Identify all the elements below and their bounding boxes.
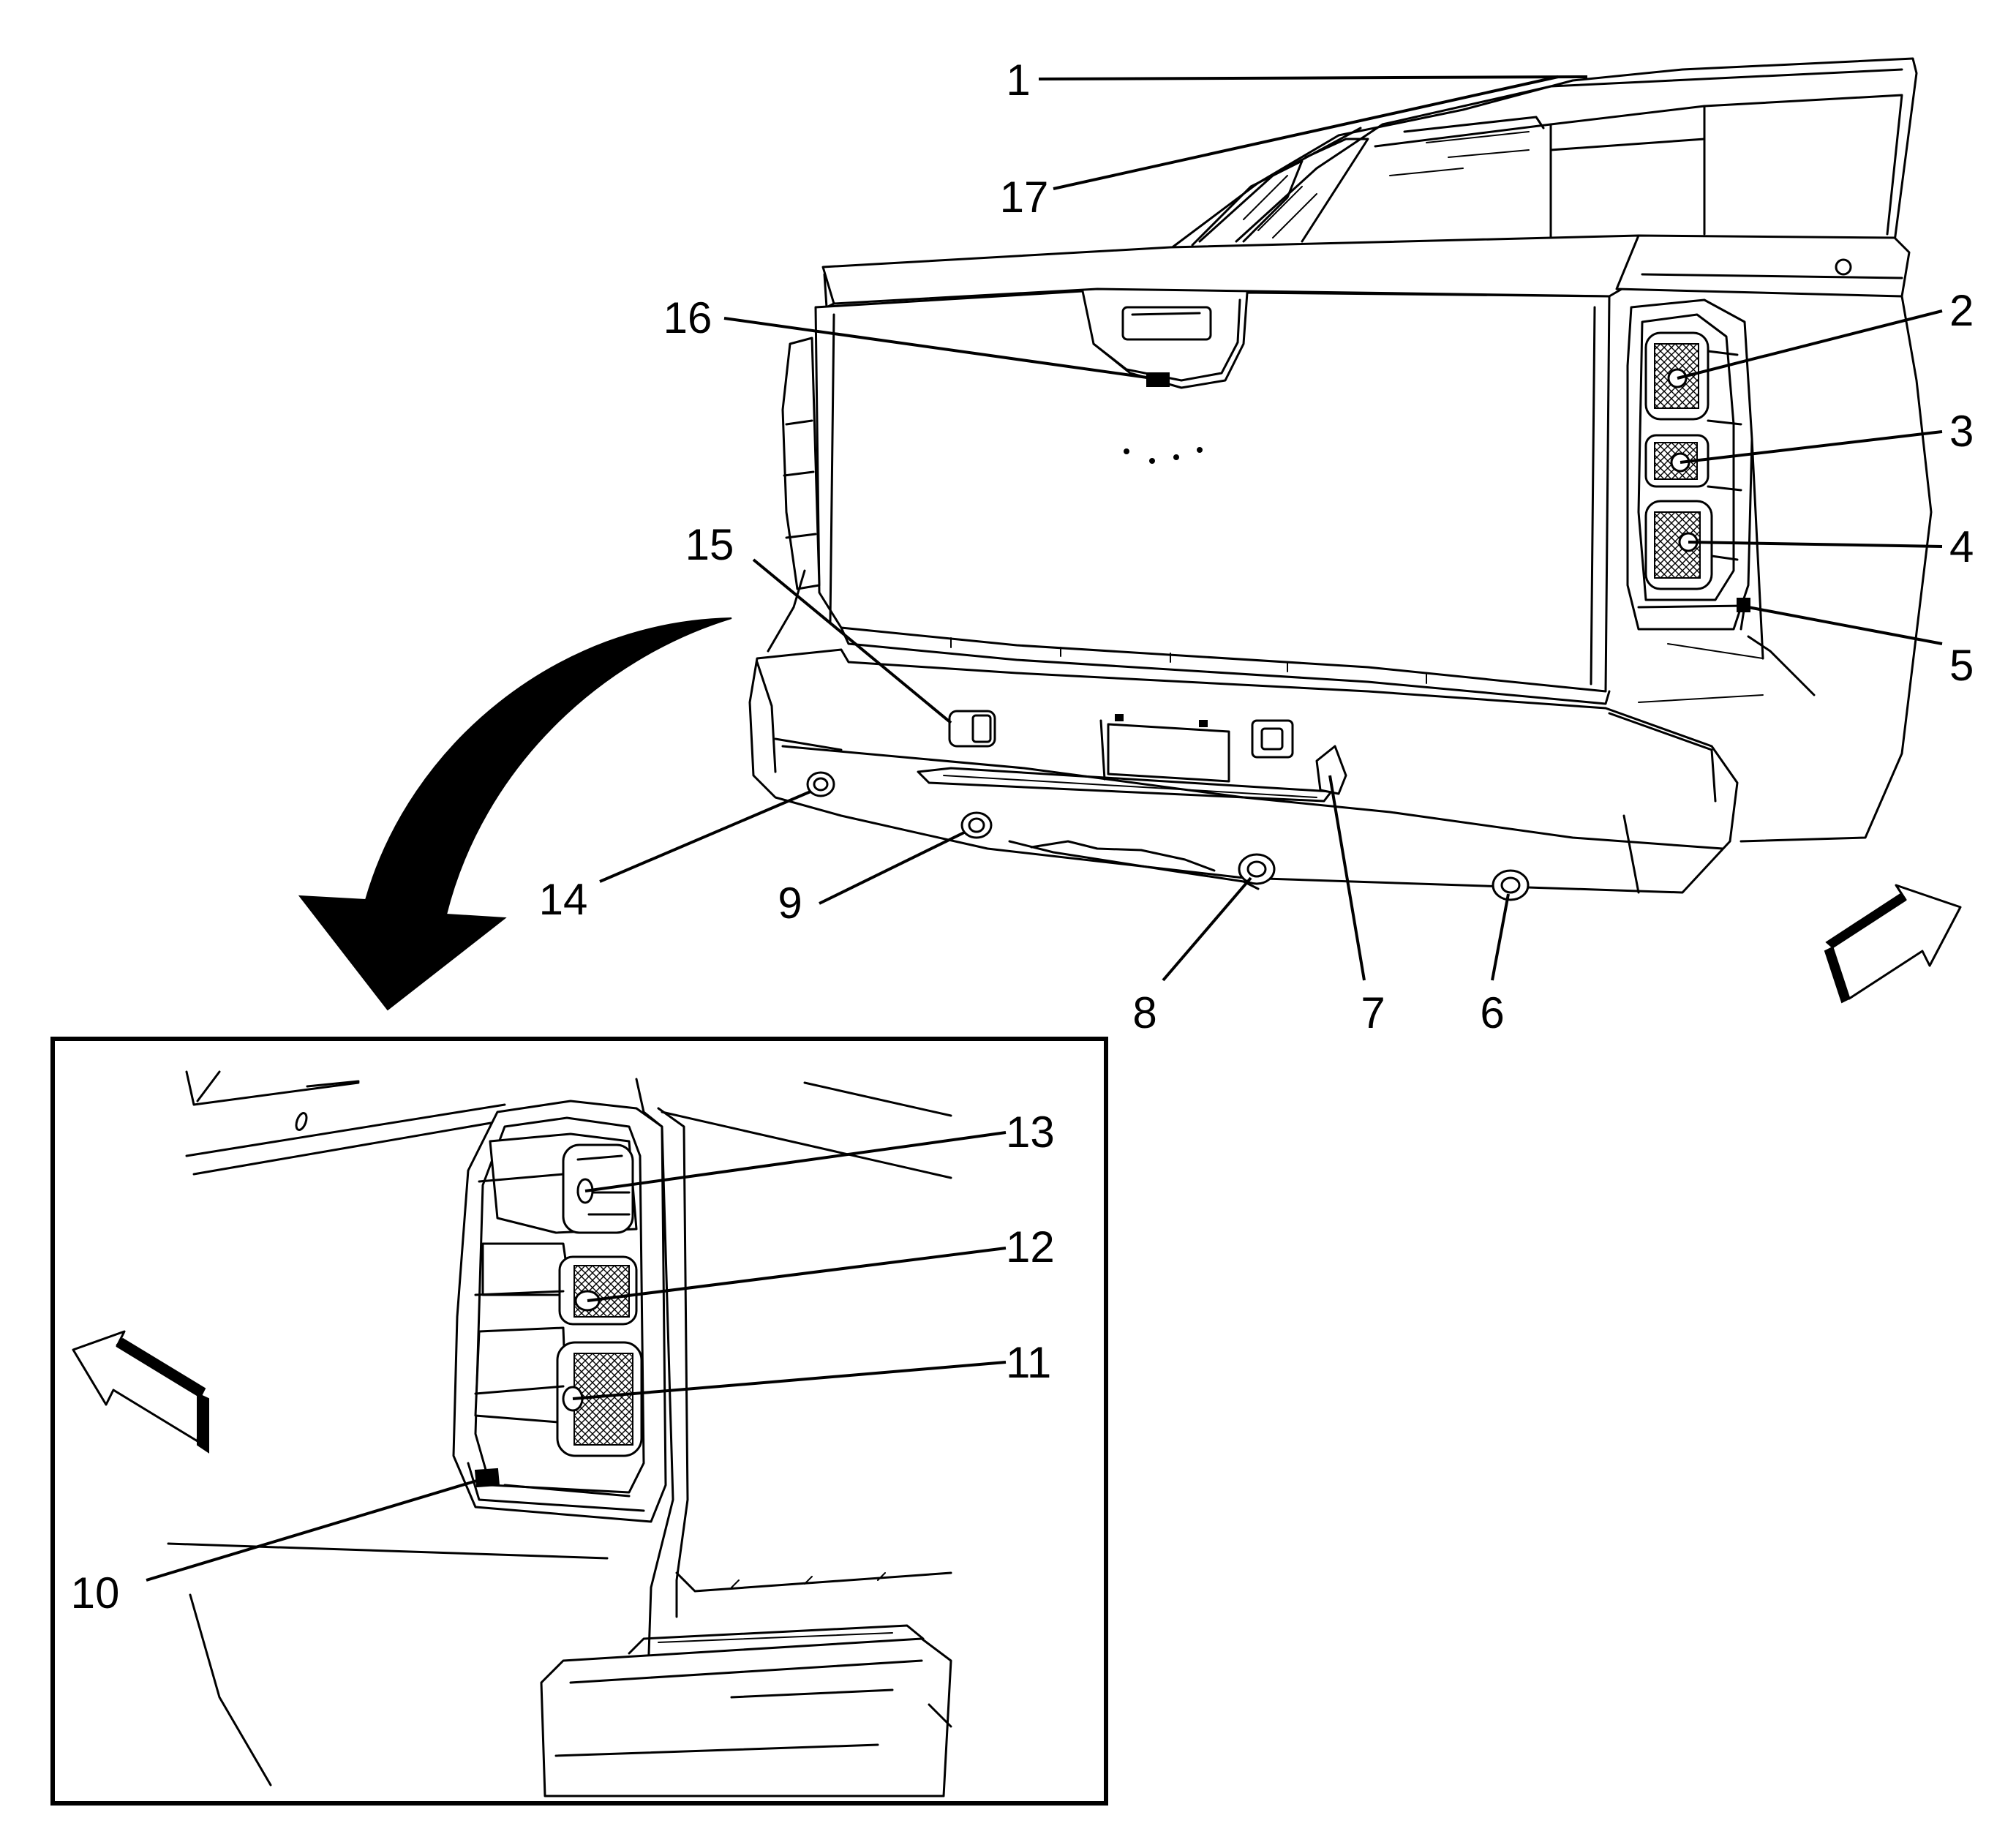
parking-sensor-left-inner [960,811,993,839]
leader-6 [1491,893,1510,981]
callout-2: 2 [1949,286,1974,335]
leader-9 [819,831,965,905]
callout-9: 9 [778,879,802,928]
parking-sensor-right-inner [1238,853,1276,885]
leader-10 [146,1476,487,1582]
bumper-step-lamp [948,710,996,748]
leader-1 [1038,75,1588,80]
detail-inset [50,1037,1108,1806]
callout-8: 8 [1132,988,1156,1037]
front-direction-arrow-icon [1824,884,1962,1004]
leader-13 [584,1131,1007,1192]
leader-5 [1748,606,1943,645]
tailgate-cap [821,234,1911,309]
leader-4 [1688,541,1943,548]
callout-11: 11 [1006,1338,1051,1387]
leader-16 [723,317,1153,380]
leader-17 [1053,75,1559,190]
tailgate [814,290,1611,705]
callout-14: 14 [539,875,588,924]
leader-12 [587,1247,1007,1302]
callout-10: 10 [71,1568,120,1618]
leader-2 [1677,309,1943,380]
truck-rear-view [748,57,1933,901]
cab-roof [1169,57,1918,250]
callout-17: 17 [1000,173,1049,222]
leader-11 [572,1361,1007,1400]
leader-8 [1162,876,1252,982]
callout-13: 13 [1006,1108,1055,1157]
callout-1: 1 [1006,56,1030,105]
curved-view-arrow-icon [298,617,732,1011]
leader-15 [752,558,952,724]
parking-sensor-left-outer [806,771,835,797]
right-tail-lamp [1626,298,1753,631]
callout-4: 4 [1949,522,1974,571]
callout-6: 6 [1480,988,1504,1037]
callout-labels: 1 17 16 2 3 4 5 15 14 9 8 7 6 13 12 11 1… [71,56,1974,1618]
callout-5: 5 [1949,641,1974,690]
leader-14 [599,790,811,883]
leader-7 [1328,775,1366,981]
inset-direction-arrow-icon [72,1330,209,1454]
bed-sides [767,295,1933,843]
callout-16: 16 [663,293,712,342]
inset-bumper [540,1624,952,1797]
callout-15: 15 [685,520,734,569]
inset-tailgate-edge [635,1078,952,1699]
license-plate-area [1099,714,1347,795]
inset-tail-lamp [452,1100,667,1523]
leader-3 [1680,430,1943,464]
callout-3: 3 [1949,407,1974,456]
callout-7: 7 [1361,988,1385,1037]
parking-sensor-right-outer [1492,869,1530,901]
leader-lines [146,75,1943,1582]
callout-12: 12 [1006,1222,1055,1271]
left-tail-lamp [781,337,821,590]
rear-bumper [748,648,1739,894]
